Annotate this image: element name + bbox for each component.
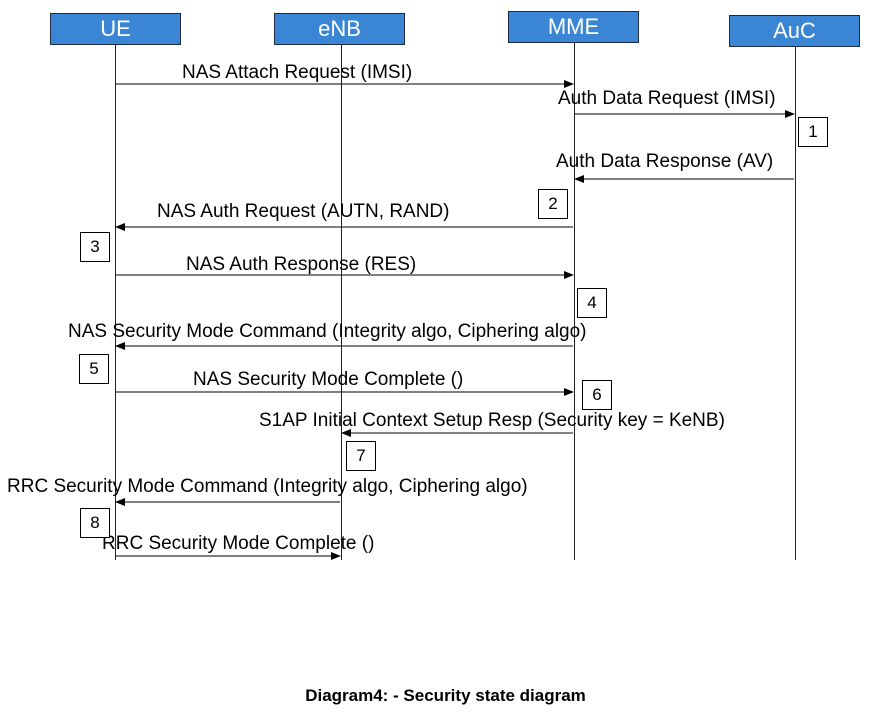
step-box-3: 3 <box>80 232 110 262</box>
label-s1ap-ctx-setup: S1AP Initial Context Setup Resp (Securit… <box>259 410 725 431</box>
lifeline-ue <box>115 45 116 560</box>
entity-enb: eNB <box>274 13 405 45</box>
entity-mme: MME <box>508 11 639 43</box>
step-box-4: 4 <box>577 288 607 318</box>
lifeline-mme <box>574 43 575 560</box>
diagram-caption: Diagram4: - Security state diagram <box>305 686 586 705</box>
label-attach-request: NAS Attach Request (IMSI) <box>182 62 413 83</box>
entity-auc: AuC <box>729 15 860 47</box>
lifeline-auc <box>795 47 796 560</box>
label-nas-auth-request: NAS Auth Request (AUTN, RAND) <box>157 201 450 222</box>
step-box-1: 1 <box>798 117 828 147</box>
label-rrc-smc: RRC Security Mode Command (Integrity alg… <box>7 476 528 497</box>
label-auth-data-response: Auth Data Response (AV) <box>556 151 774 172</box>
label-auth-data-request: Auth Data Request (IMSI) <box>558 88 776 109</box>
label-nas-smc: NAS Security Mode Command (Integrity alg… <box>68 321 587 342</box>
step-box-5: 5 <box>79 354 109 384</box>
step-box-7: 7 <box>346 441 376 471</box>
label-rrc-smc-complete: RRC Security Mode Complete () <box>102 533 375 554</box>
step-box-2: 2 <box>538 189 568 219</box>
step-box-8: 8 <box>80 508 110 538</box>
lifeline-enb <box>341 45 342 560</box>
label-nas-auth-response: NAS Auth Response (RES) <box>186 254 417 275</box>
label-nas-smc-complete: NAS Security Mode Complete () <box>193 369 464 390</box>
entity-ue: UE <box>50 13 181 45</box>
step-box-6: 6 <box>582 380 612 410</box>
